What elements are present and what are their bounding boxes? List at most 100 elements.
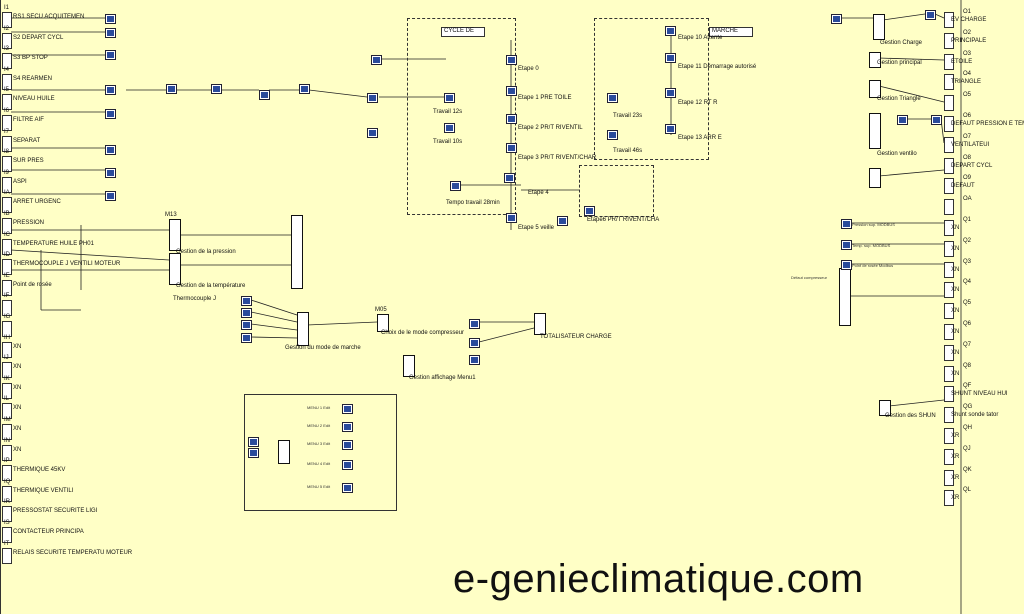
fb-secu-2[interactable] xyxy=(105,28,116,38)
ventilo-out-1[interactable] xyxy=(897,115,908,125)
step-10[interactable]: Etape 10 Attente xyxy=(678,35,723,41)
mode-marche-block[interactable] xyxy=(297,312,309,346)
step-4[interactable]: Etape 4 xyxy=(528,190,549,196)
gestion-temperature-block[interactable] xyxy=(169,253,181,285)
scale-block[interactable] xyxy=(291,215,303,289)
menu-btn-3[interactable] xyxy=(342,440,353,450)
step-block-2[interactable] xyxy=(506,114,517,124)
input-pin-i1[interactable] xyxy=(2,12,12,28)
step-block-1[interactable] xyxy=(506,86,517,96)
fb-niveau[interactable] xyxy=(105,145,116,155)
input-pin-i5[interactable] xyxy=(2,94,12,110)
input-pin-i7[interactable] xyxy=(2,136,12,152)
step-block-6[interactable] xyxy=(584,206,595,216)
step-13[interactable]: Etape 13 ARR E xyxy=(678,135,722,141)
step-3[interactable]: Etape 3 PR/T RIVENT/CHAR xyxy=(518,155,597,161)
counter-block[interactable] xyxy=(557,216,568,226)
input-pin-il[interactable] xyxy=(2,403,12,419)
mode-input-1[interactable] xyxy=(241,296,252,306)
input-pin-ib[interactable] xyxy=(2,218,12,234)
step-0[interactable]: Etape 0 xyxy=(518,66,539,72)
modbus-temp[interactable] xyxy=(841,240,852,250)
output-pin-qh[interactable] xyxy=(944,428,954,444)
step-block-5[interactable] xyxy=(506,213,517,223)
output-pin-q2[interactable] xyxy=(944,241,954,257)
step-block-4[interactable] xyxy=(504,173,515,183)
step-11[interactable]: Etape 11 Démarrage autorisé xyxy=(678,64,757,70)
tot-in-2[interactable] xyxy=(469,338,480,348)
input-pin-ik[interactable] xyxy=(2,383,12,399)
defaut-master-block[interactable] xyxy=(839,268,851,326)
timer-block-1[interactable] xyxy=(444,93,455,103)
input-pin-im[interactable] xyxy=(2,424,12,440)
timer-block-2[interactable] xyxy=(444,123,455,133)
fb-stop[interactable] xyxy=(105,85,116,95)
output-pin-q1[interactable] xyxy=(944,220,954,236)
input-pin-i9[interactable] xyxy=(2,177,12,193)
timer-block-4[interactable] xyxy=(607,130,618,140)
gestion-principal-block[interactable] xyxy=(869,52,881,68)
step-1[interactable]: Etape 1 PRE TOILE xyxy=(518,95,572,101)
fb-rs-4[interactable] xyxy=(367,128,378,138)
step-2[interactable]: Etape 2 PR/T RIVENTIL xyxy=(518,125,583,131)
output-pin-o9[interactable] xyxy=(944,178,954,194)
input-pin-ia[interactable] xyxy=(2,197,12,213)
output-pin-o3[interactable] xyxy=(944,54,954,70)
mode-input-3[interactable] xyxy=(241,320,252,330)
output-pin-q8[interactable] xyxy=(944,366,954,382)
output-pin-q3[interactable] xyxy=(944,262,954,278)
fb-filtre[interactable] xyxy=(105,168,116,178)
menu-btn-4[interactable] xyxy=(342,460,353,470)
output-pin-o7[interactable] xyxy=(944,137,954,153)
output-pin-qj[interactable] xyxy=(944,449,954,465)
menu-btn-2[interactable] xyxy=(342,422,353,432)
output-pin-ql[interactable] xyxy=(944,490,954,506)
input-pin-ig[interactable] xyxy=(2,321,12,337)
step-block-0[interactable] xyxy=(506,55,517,65)
input-pin-is[interactable] xyxy=(2,527,12,543)
step-block-10[interactable] xyxy=(665,26,676,36)
mode-input-4[interactable] xyxy=(241,333,252,343)
menu-selector[interactable] xyxy=(278,440,290,464)
ventilo-out-2[interactable] xyxy=(931,115,942,125)
output-pin-o5[interactable] xyxy=(944,95,954,111)
menu-btn-5[interactable] xyxy=(342,483,353,493)
output-pin-q6[interactable] xyxy=(944,324,954,340)
output-pin-o8[interactable] xyxy=(944,158,954,174)
step-block-12[interactable] xyxy=(665,88,676,98)
defaut-compresseur-block[interactable] xyxy=(869,168,881,188)
output-pin-o4[interactable] xyxy=(944,74,954,90)
output-pin-qf[interactable] xyxy=(944,386,954,402)
output-pin-q5[interactable] xyxy=(944,303,954,319)
output-pin-o1[interactable] xyxy=(944,12,954,28)
input-pin-ih[interactable] xyxy=(2,342,12,358)
fb-rs-1[interactable] xyxy=(299,84,310,94)
timer-block-5[interactable] xyxy=(450,181,461,191)
input-pin-i8[interactable] xyxy=(2,156,12,172)
input-pin-it[interactable] xyxy=(2,548,12,564)
input-pin-i4[interactable] xyxy=(2,74,12,90)
fb-aspi[interactable] xyxy=(105,191,116,201)
input-pin-ie[interactable] xyxy=(2,280,12,296)
modbus-pression[interactable] xyxy=(841,219,852,229)
step-block-13[interactable] xyxy=(665,124,676,134)
output-pin-q7[interactable] xyxy=(944,345,954,361)
charge-rs[interactable] xyxy=(925,10,936,20)
modbus-rosee[interactable] xyxy=(841,260,852,270)
fb-or-1[interactable] xyxy=(166,84,177,94)
input-pin-ic[interactable] xyxy=(2,239,12,255)
input-pin-i6[interactable] xyxy=(2,115,12,131)
tot-in-1[interactable] xyxy=(469,319,480,329)
input-pin-i2[interactable] xyxy=(2,33,12,49)
fb-or-2[interactable] xyxy=(211,84,222,94)
gestion-charge-block[interactable] xyxy=(873,14,885,40)
menu-in-2[interactable] xyxy=(248,448,259,458)
output-pin-oa[interactable] xyxy=(944,199,954,215)
output-pin-qg[interactable] xyxy=(944,407,954,423)
output-pin-o6[interactable] xyxy=(944,116,954,132)
mode-input-2[interactable] xyxy=(241,308,252,318)
affichage-block[interactable] xyxy=(403,355,415,377)
input-pin-ip[interactable] xyxy=(2,465,12,481)
step-block-3[interactable] xyxy=(506,143,517,153)
fb-rs-3[interactable] xyxy=(367,93,378,103)
